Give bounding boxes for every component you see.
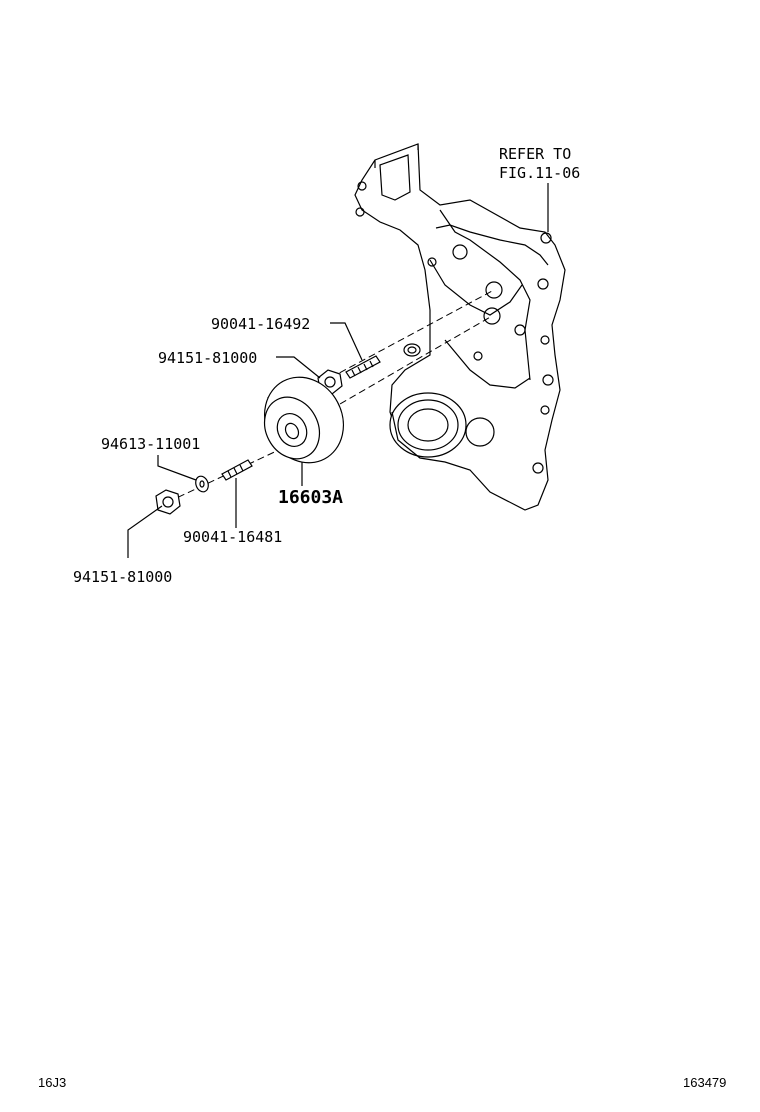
idler-pulley <box>263 376 345 464</box>
refer-label-line2: FIG.11-06 <box>499 164 580 182</box>
label-washer: 94613-11001 <box>101 435 200 453</box>
washer <box>195 475 209 493</box>
label-pulley: 16603A <box>278 487 343 508</box>
label-nut-upper: 94151-81000 <box>158 349 257 367</box>
nut-lower <box>155 489 181 515</box>
label-nut-lower: 94151-81000 <box>73 568 172 586</box>
leader-lines <box>127 183 549 558</box>
label-stud-lower: 90041-16481 <box>183 528 282 546</box>
stud-upper <box>345 355 381 379</box>
stud-lower <box>221 459 253 481</box>
timing-cover <box>354 143 566 511</box>
footer-code-left: 16J3 <box>38 1075 67 1090</box>
label-stud-upper: 90041-16492 <box>211 315 310 333</box>
refer-label-line1: REFER TO <box>499 145 571 163</box>
footer-code-right: 163479 <box>683 1075 727 1090</box>
